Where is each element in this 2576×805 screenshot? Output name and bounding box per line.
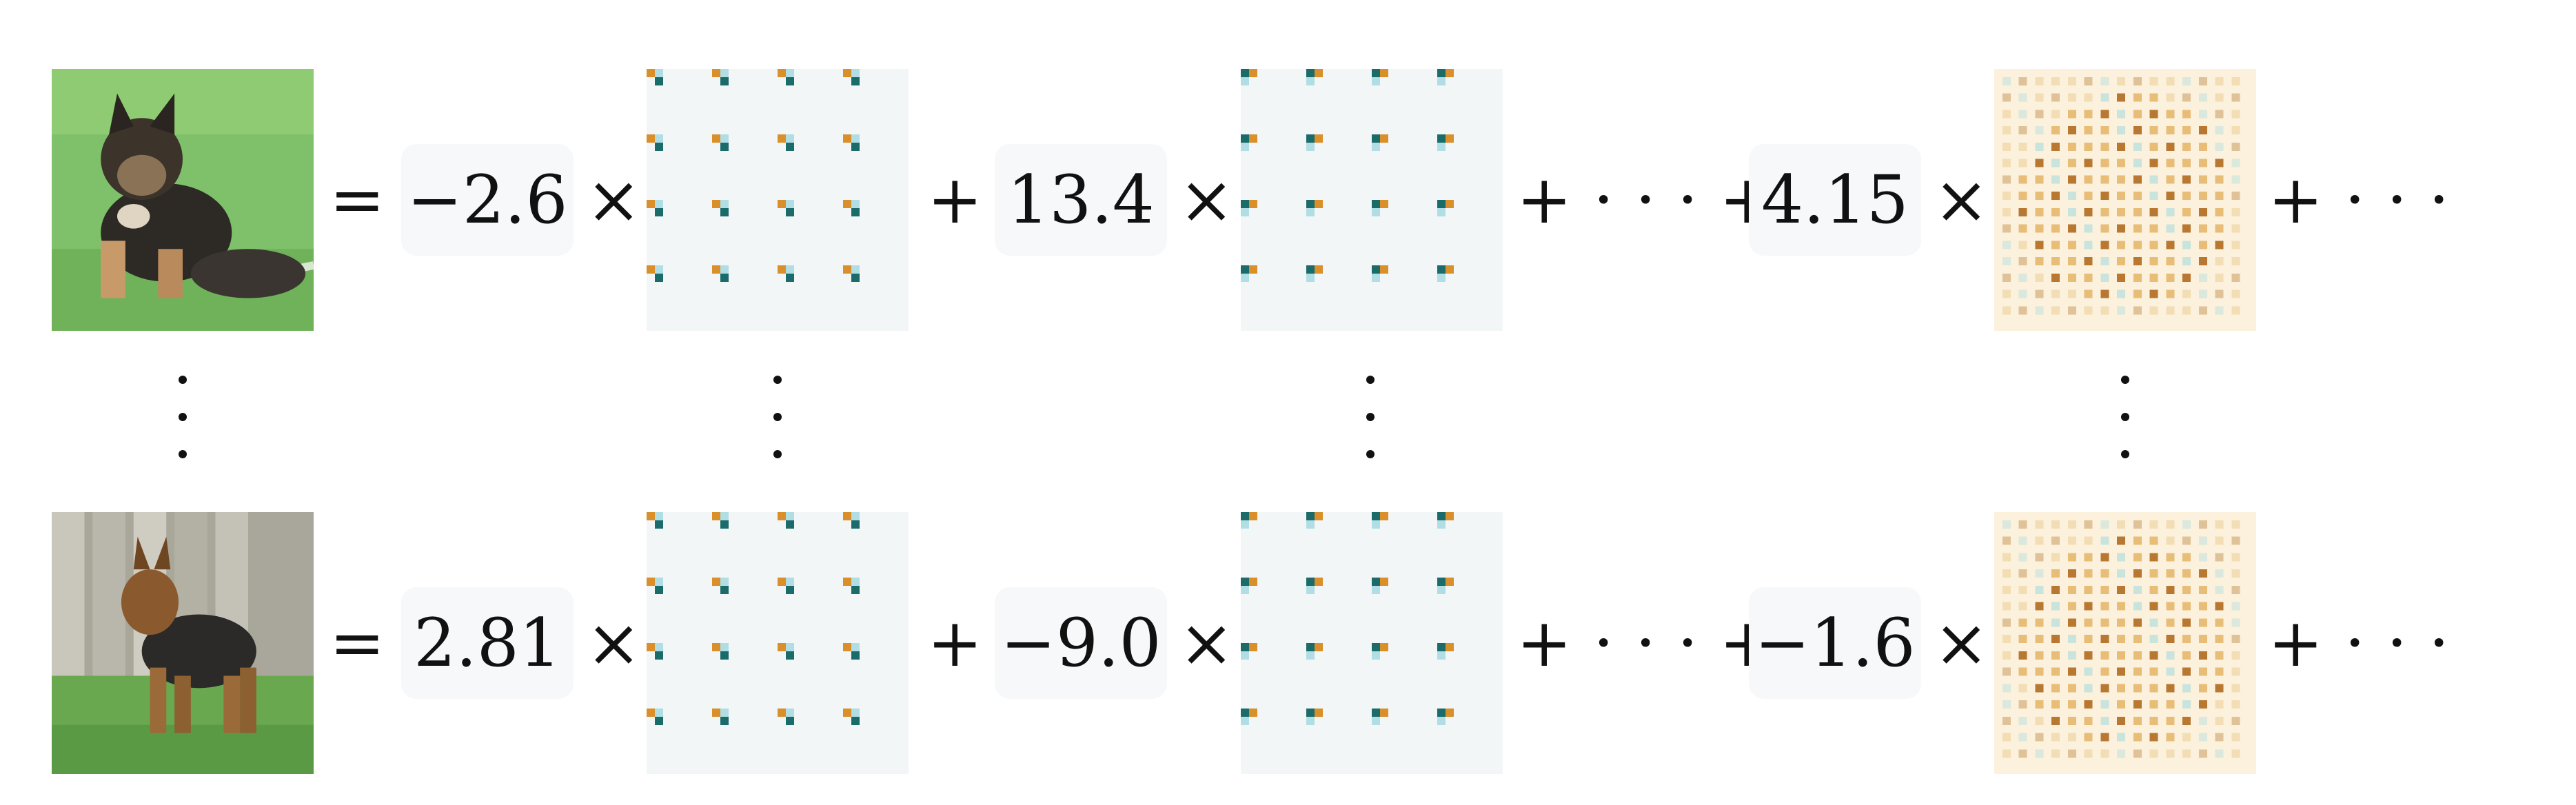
vertical-ellipsis bbox=[1357, 376, 1384, 465]
plus-sign: + bbox=[927, 161, 983, 238]
basis-image-3 bbox=[1994, 69, 2256, 331]
plus-ellipsis: + · · · bbox=[2268, 604, 2450, 682]
times-sign: × bbox=[1934, 604, 1989, 682]
dog-image-2 bbox=[52, 512, 314, 774]
equals-sign: = bbox=[329, 161, 385, 238]
dog-image-1 bbox=[52, 69, 314, 331]
vertical-ellipsis bbox=[764, 376, 791, 465]
coefficient-box: −1.6 bbox=[1749, 587, 1921, 699]
basis-image-1 bbox=[647, 69, 909, 331]
vertical-ellipsis bbox=[2111, 376, 2139, 465]
times-sign: × bbox=[1179, 161, 1235, 238]
coefficient-box: −2.6 bbox=[401, 144, 574, 256]
plus-ellipsis-plus: + · · · + bbox=[1517, 161, 1775, 238]
times-sign: × bbox=[586, 161, 642, 238]
times-sign: × bbox=[586, 604, 642, 682]
basis-image-1 bbox=[647, 512, 909, 774]
times-sign: × bbox=[1934, 161, 1989, 238]
coefficient-box: −9.0 bbox=[995, 587, 1167, 699]
coefficient-box: 13.4 bbox=[995, 144, 1167, 256]
basis-image-3 bbox=[1994, 512, 2256, 774]
coefficient-box: 2.81 bbox=[401, 587, 574, 699]
plus-ellipsis-plus: + · · · + bbox=[1517, 604, 1775, 682]
basis-image-2 bbox=[1241, 512, 1503, 774]
vertical-ellipsis bbox=[169, 376, 196, 465]
basis-image-2 bbox=[1241, 69, 1503, 331]
coefficient-box: 4.15 bbox=[1749, 144, 1921, 256]
plus-sign: + bbox=[927, 604, 983, 682]
plus-ellipsis: + · · · bbox=[2268, 161, 2450, 238]
equals-sign: = bbox=[329, 604, 385, 682]
times-sign: × bbox=[1179, 604, 1235, 682]
